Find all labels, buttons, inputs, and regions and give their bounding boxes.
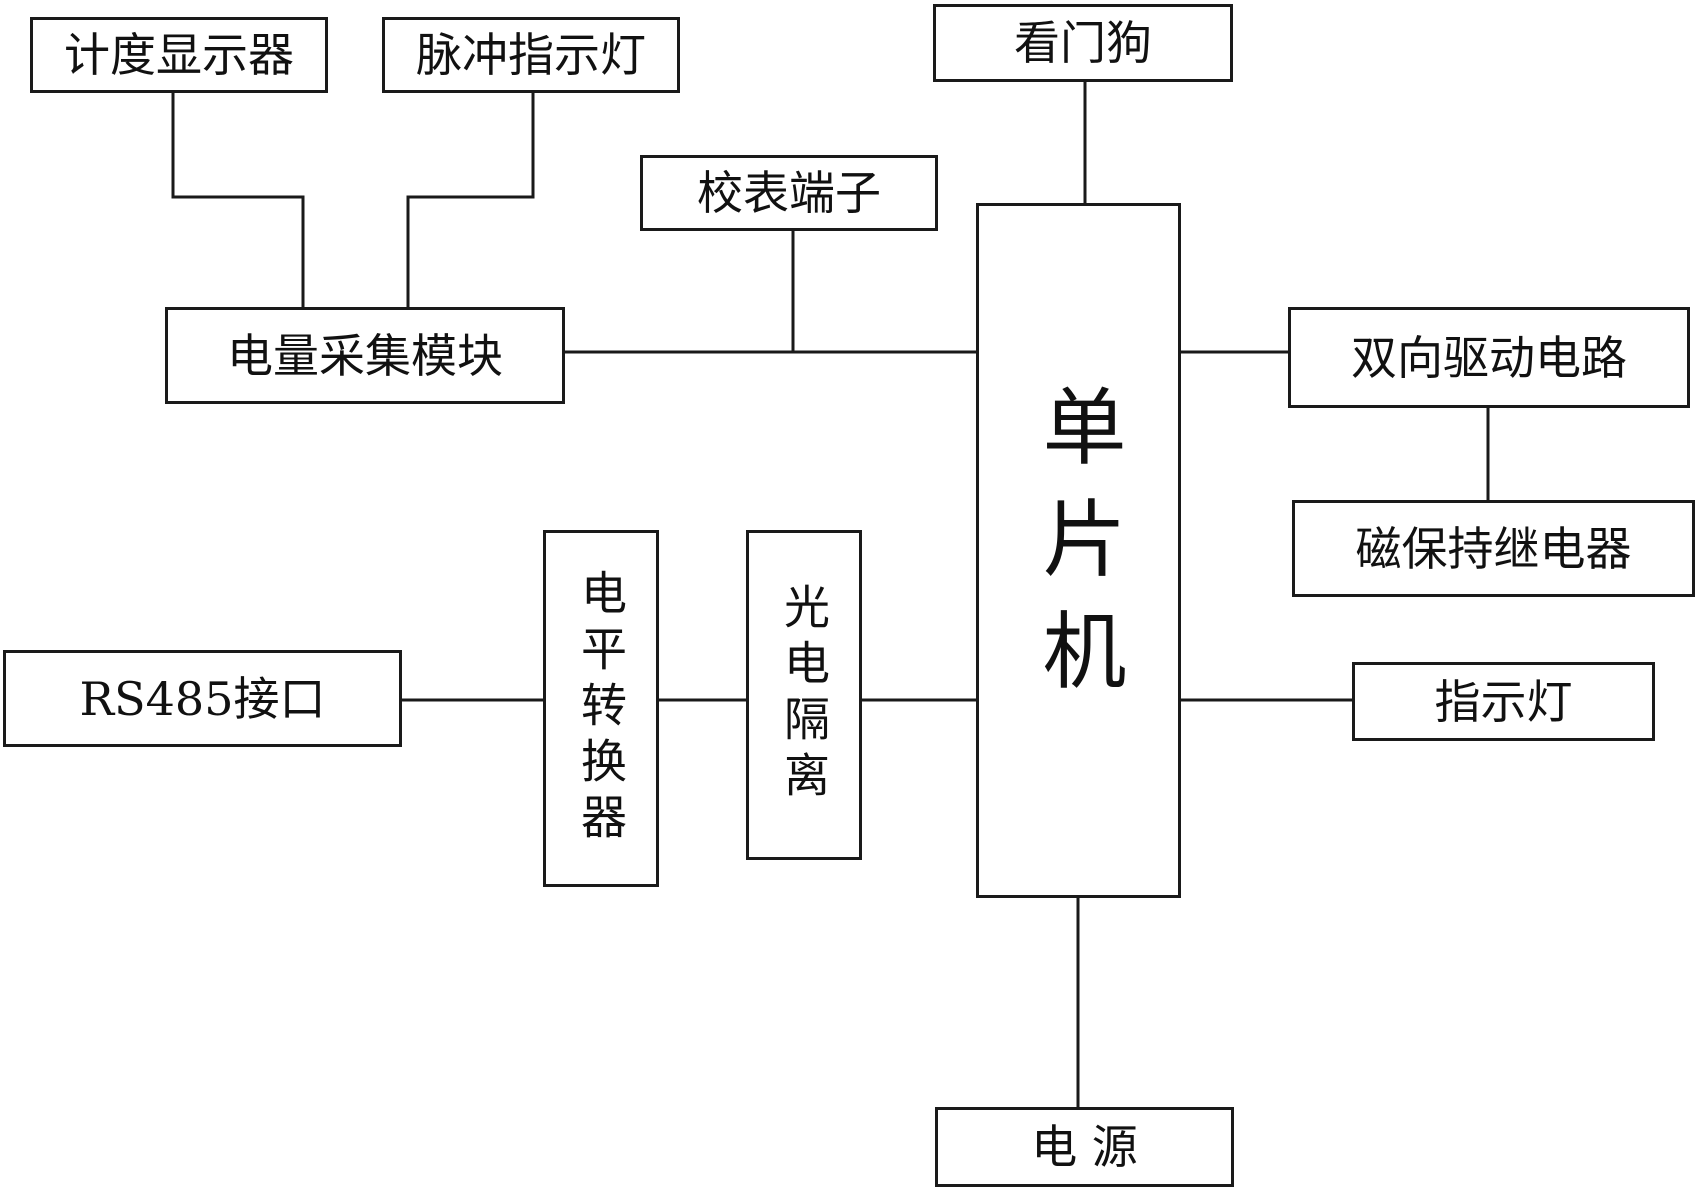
magnetic-relay-block: 磁保持继电器 xyxy=(1292,500,1695,597)
rs485-label: RS485接口 xyxy=(79,671,326,726)
bidirectional-driver-label: 双向驱动电路 xyxy=(1351,330,1627,385)
power-label: 电 源 xyxy=(1031,1120,1138,1174)
pulse-indicator-label: 脉冲指示灯 xyxy=(416,28,646,82)
level-converter-label: 电平转换器 xyxy=(574,568,628,849)
indicator-block: 指示灯 xyxy=(1352,662,1655,741)
calibration-terminal-block: 校表端子 xyxy=(640,155,938,231)
meter-display-block: 计度显示器 xyxy=(30,17,328,93)
level-converter-block: 电平转换器 xyxy=(543,530,659,887)
meter-display-label: 计度显示器 xyxy=(64,28,294,82)
pulse-indicator-block: 脉冲指示灯 xyxy=(382,17,680,93)
power-block: 电 源 xyxy=(935,1107,1234,1187)
wire-display-to-module xyxy=(171,93,305,307)
bidirectional-driver-block: 双向驱动电路 xyxy=(1288,307,1690,408)
calibration-terminal-label: 校表端子 xyxy=(697,166,881,220)
mcu-block: 单片机 xyxy=(976,203,1181,898)
magnetic-relay-label: 磁保持继电器 xyxy=(1355,521,1632,576)
energy-module-block: 电量采集模块 xyxy=(165,307,565,404)
watchdog-label: 看门狗 xyxy=(1014,16,1152,70)
optoisolator-label: 光电隔离 xyxy=(777,583,831,807)
optoisolator-block: 光电隔离 xyxy=(746,530,862,860)
indicator-label: 指示灯 xyxy=(1434,674,1573,729)
rs485-block: RS485接口 xyxy=(3,650,402,747)
wire-pulse-to-module xyxy=(406,93,535,307)
watchdog-block: 看门狗 xyxy=(933,4,1233,82)
energy-module-label: 电量采集模块 xyxy=(227,328,503,383)
mcu-label: 单片机 xyxy=(1029,382,1127,719)
